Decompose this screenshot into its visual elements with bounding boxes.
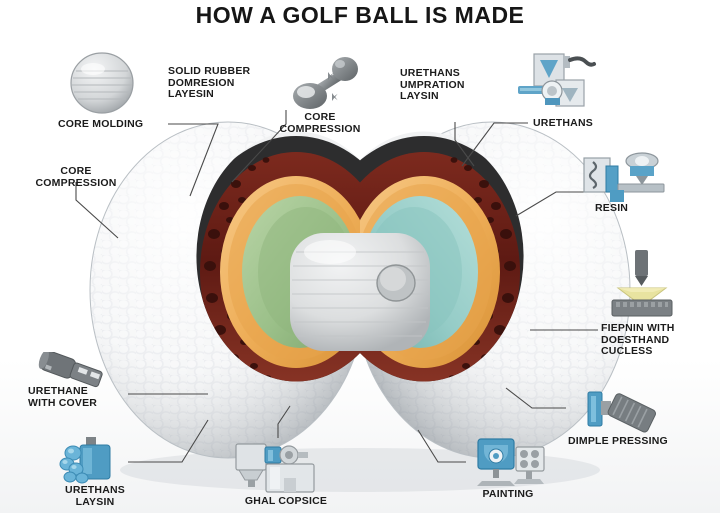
label-urethans: URETHANS — [533, 117, 593, 129]
dimple-pressing-icon — [587, 391, 656, 433]
label-resin: RESIN — [595, 202, 629, 214]
label-urethane-with-cover: URETHANE WITH COVER — [28, 385, 98, 409]
painting-icon — [477, 438, 545, 486]
label-urethans-laysin: URETHANS LAYSIN — [65, 484, 125, 508]
label-core-molding: CORE MOLDING — [58, 118, 144, 130]
ball-core — [290, 233, 430, 351]
label-solid-rubber: SOLID RUBBER DOMRESION LAYESIN — [168, 65, 251, 100]
core-compression-press-icon — [293, 57, 358, 109]
label-fiepnin: FIEPNIN WITH DOESTHAND CUCLESS — [601, 322, 675, 357]
resin-machine-icon — [583, 152, 665, 202]
fiepnin-drill-icon — [611, 250, 673, 317]
label-dimple-pressing: DIMPLE PRESSING — [568, 435, 668, 447]
label-ghal-copsice: GHAL COPSICE — [244, 495, 328, 507]
label-urethans-umpration: URETHANS UMPRATION LAYSIN — [400, 67, 465, 102]
page-title: HOW A GOLF BALL IS MADE — [195, 2, 525, 28]
label-core-compression-top: CORE COMPRESSION — [279, 111, 361, 135]
label-painting: PAINTING — [482, 488, 534, 500]
ghal-copsice-icon — [235, 443, 315, 493]
urethans-laysin-icon — [59, 437, 111, 484]
label-core-compression-left: CORE COMPRESSION — [35, 165, 117, 189]
urethane-with-cover-icon — [38, 352, 103, 388]
core-molding-sphere-icon — [70, 52, 134, 114]
urethans-machine-icon — [518, 53, 596, 107]
